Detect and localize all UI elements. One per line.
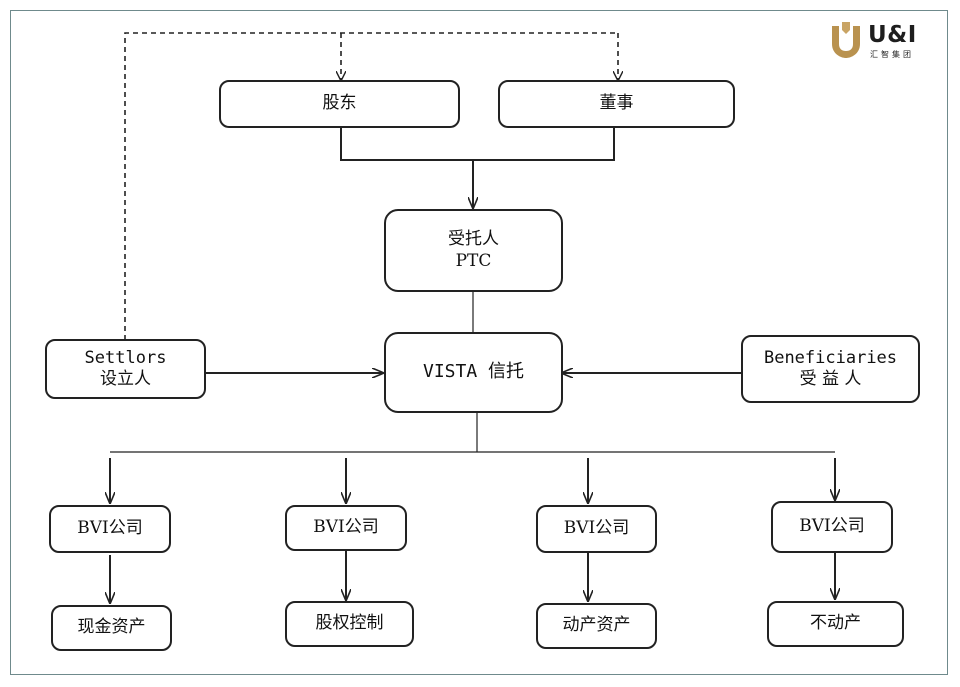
node-bvi-label: BVI公司 (799, 516, 865, 537)
node-asset-equity: 股权控制 (285, 601, 414, 647)
node-directors-label: 董事 (599, 93, 634, 114)
node-bvi-label: BVI公司 (563, 518, 630, 539)
node-beneficiaries-sublabel: 受 益 人 (799, 369, 862, 389)
node-trustee-sublabel: PTC (455, 250, 492, 271)
node-asset-real-estate: 不动产 (767, 601, 904, 647)
node-settlors: Settlors 设立人 (45, 339, 206, 399)
node-bvi-label: BVI公司 (77, 518, 143, 539)
edge-settlors-to-board (124, 32, 618, 340)
node-trustee-label: 受托人 (448, 229, 499, 250)
node-bvi-company: BVI公司 (49, 505, 171, 553)
node-bvi-company: BVI公司 (771, 501, 893, 553)
logo-subtitle: 汇智集团 (870, 50, 914, 59)
node-asset-real-estate-label: 不动产 (810, 613, 861, 634)
edge-bvi-to-assets (110, 550, 835, 603)
node-settlors-sublabel: 设立人 (100, 369, 151, 389)
dashed-line-settlors-up (124, 32, 618, 340)
company-logo: U&I 汇智集团 (828, 20, 938, 64)
node-beneficiaries-label: Beneficiaries (763, 347, 898, 368)
node-beneficiaries: Beneficiaries 受 益 人 (741, 335, 920, 403)
u-mark-icon (832, 22, 860, 58)
node-settlors-label: Settlors (84, 347, 167, 368)
node-bvi-company: BVI公司 (285, 505, 407, 551)
node-trust-label: VISTA 信托 (422, 361, 525, 383)
node-trustee: 受托人 PTC (384, 209, 563, 292)
node-shareholders-label: 股东 (322, 93, 357, 114)
node-shareholders: 股东 (219, 80, 460, 128)
node-bvi-label: BVI公司 (313, 517, 379, 538)
edge-trust-to-bvi (110, 412, 835, 503)
node-asset-movable: 动产资产 (536, 603, 657, 649)
node-trust: VISTA 信托 (384, 332, 563, 413)
node-directors: 董事 (498, 80, 735, 128)
diagram-frame (10, 10, 948, 675)
node-asset-movable-label: 动产资产 (562, 615, 631, 636)
node-asset-cash-label: 现金资产 (77, 617, 146, 638)
node-asset-equity-label: 股权控制 (315, 613, 384, 634)
edge-board-to-trustee (340, 127, 615, 208)
node-asset-cash: 现金资产 (51, 605, 172, 651)
node-bvi-company: BVI公司 (536, 505, 657, 553)
logo-brand-text: U&I (868, 22, 917, 48)
